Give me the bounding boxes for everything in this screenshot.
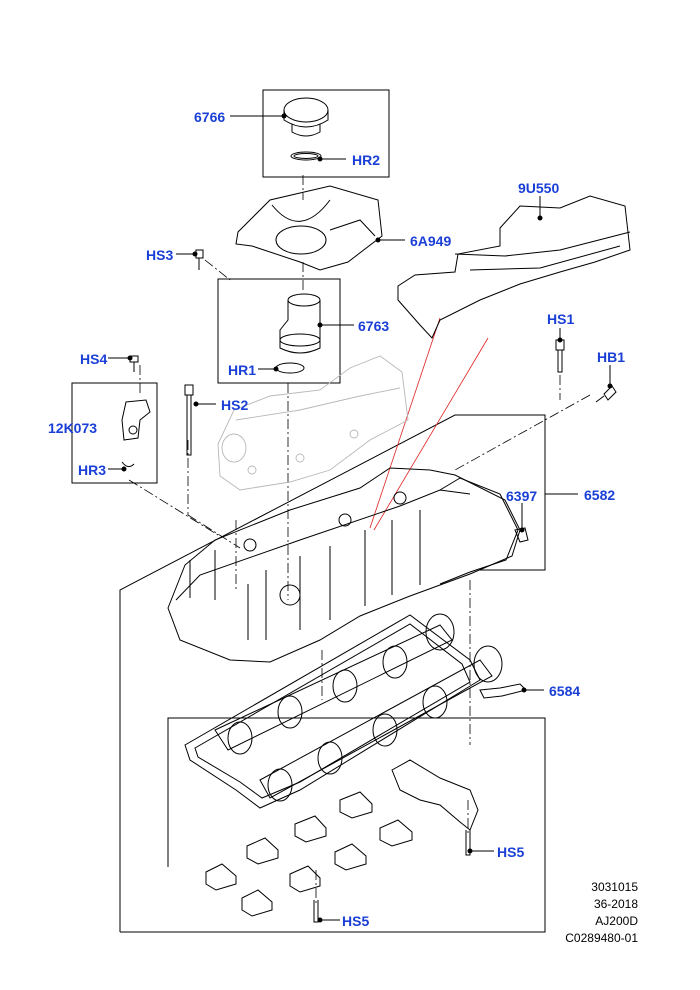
group-box-sensor: [71, 382, 158, 484]
bolt-hb1: [595, 385, 617, 403]
callout-hr1[interactable]: HR1: [228, 362, 257, 378]
callout-hr2[interactable]: HR2: [352, 152, 381, 168]
sensor-part: [121, 355, 151, 468]
callout-hs5-lower[interactable]: HS5: [342, 913, 370, 929]
callout-6a949[interactable]: 6A949: [410, 233, 452, 249]
group-box-filler-neck: [217, 278, 341, 384]
callout-6582[interactable]: 6582: [584, 487, 616, 503]
filler-neck-part: [275, 293, 321, 374]
callout-hs2[interactable]: HS2: [221, 397, 249, 413]
bolt-hs2: [184, 384, 194, 456]
oil-cap-part: [283, 97, 329, 161]
callout-9u550[interactable]: 9U550: [518, 180, 560, 196]
callout-6584[interactable]: 6584: [549, 683, 581, 699]
engine-cover-part: [235, 185, 383, 271]
reference-line-1: 3031015: [591, 880, 638, 894]
callout-hb1[interactable]: HB1: [597, 349, 626, 365]
camshafts-part: [214, 613, 527, 802]
callout-12k073[interactable]: 12K073: [48, 420, 98, 436]
bearing-caps: [205, 759, 479, 923]
callout-6766[interactable]: 6766: [194, 109, 226, 125]
reference-line-2: 36-2018: [593, 897, 638, 911]
reference-block: 3031015 36-2018 AJ200D C0289480-01: [565, 879, 638, 947]
group-box-camshafts: [120, 717, 546, 933]
callout-hs3[interactable]: HS3: [146, 247, 174, 263]
ghost-manifold: [217, 355, 409, 491]
callout-hs4[interactable]: HS4: [80, 351, 108, 367]
group-box-oil-cap: [262, 89, 390, 178]
callout-6397[interactable]: 6397: [506, 488, 538, 504]
callout-6763[interactable]: 6763: [358, 318, 390, 334]
reference-line-4: C0289480-01: [565, 931, 638, 945]
callout-hs5-upper[interactable]: HS5: [497, 844, 525, 860]
callout-hs1[interactable]: HS1: [547, 311, 575, 327]
insulator-part: [397, 195, 631, 339]
valve-cover-part: [167, 467, 529, 663]
reference-line-3: AJ200D: [595, 914, 638, 928]
group-box-cover: [119, 414, 546, 932]
callout-hr3[interactable]: HR3: [78, 462, 107, 478]
